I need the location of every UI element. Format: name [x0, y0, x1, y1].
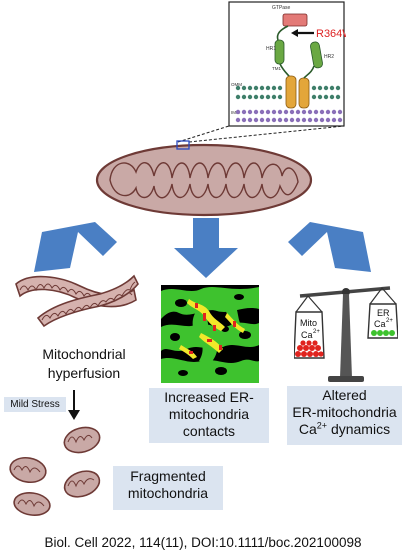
- hyperfused-mitochondria: [15, 274, 139, 328]
- er-pan-label: ER: [377, 308, 390, 318]
- er-mito-contacts-image: [161, 285, 259, 383]
- hr1-domain: [274, 39, 285, 65]
- omm-label: OMM: [231, 82, 242, 87]
- svg-text:2+: 2+: [386, 318, 393, 324]
- citation: Biol. Cell 2022, 114(11), DOI:10.1111/bo…: [44, 535, 362, 550]
- hr2-domain: [310, 41, 323, 69]
- tm1-domain: [285, 75, 297, 109]
- fragmented-mitochondria: [9, 426, 101, 516]
- mitochondrion-overview: [95, 125, 345, 217]
- arrow-center: [174, 218, 238, 278]
- stress-arrow: [68, 390, 80, 420]
- protein-topology-inset: GTPase R364W HR1 TM1 HR2 OMM IMM: [228, 1, 346, 127]
- outer-membrane: [235, 85, 341, 100]
- hyperfusion-label: Mitochondrial hyperfusion: [42, 346, 126, 381]
- mito-calcium-dots: [295, 340, 324, 357]
- svg-text:Ca: Ca: [374, 319, 386, 329]
- inner-membrane: [235, 109, 343, 123]
- contacts-label: Increased ER-mitochondria contacts: [149, 388, 269, 443]
- zoom-line-left: [177, 125, 230, 143]
- calcium-balance-scale: Mito Ca 2+ ER Ca 2+: [294, 286, 398, 382]
- svg-text:HR1: HR1: [266, 46, 276, 52]
- gtpase-domain: [282, 13, 308, 27]
- imm-label: IMM: [231, 110, 240, 115]
- mitochondrion: [95, 143, 313, 217]
- svg-text:2+: 2+: [313, 329, 320, 335]
- mild-stress-badge: Mild Stress: [4, 397, 66, 412]
- er-calcium-dots: [371, 330, 395, 336]
- arrow-right: [288, 222, 371, 272]
- arrow-group: [34, 218, 371, 278]
- svg-text:TM1: TM1: [272, 66, 281, 71]
- scale-post: [340, 294, 352, 378]
- arrow-left: [34, 222, 117, 272]
- zoom-line-right: [188, 125, 345, 143]
- er-pan: [367, 303, 398, 339]
- svg-text:HR2: HR2: [324, 54, 334, 60]
- zoom-box: [176, 140, 190, 150]
- gtpase-label: GTPase: [272, 5, 291, 11]
- cristae: [109, 162, 299, 199]
- mito-pan-label: Mito: [300, 318, 317, 328]
- svg-text:Ca: Ca: [301, 330, 313, 340]
- calcium-label: Altered ER-mitochondria Ca2+ dynamics: [287, 386, 402, 445]
- mutation-label: R364W: [316, 28, 346, 40]
- fragmented-label: Fragmented mitochondria: [113, 466, 223, 510]
